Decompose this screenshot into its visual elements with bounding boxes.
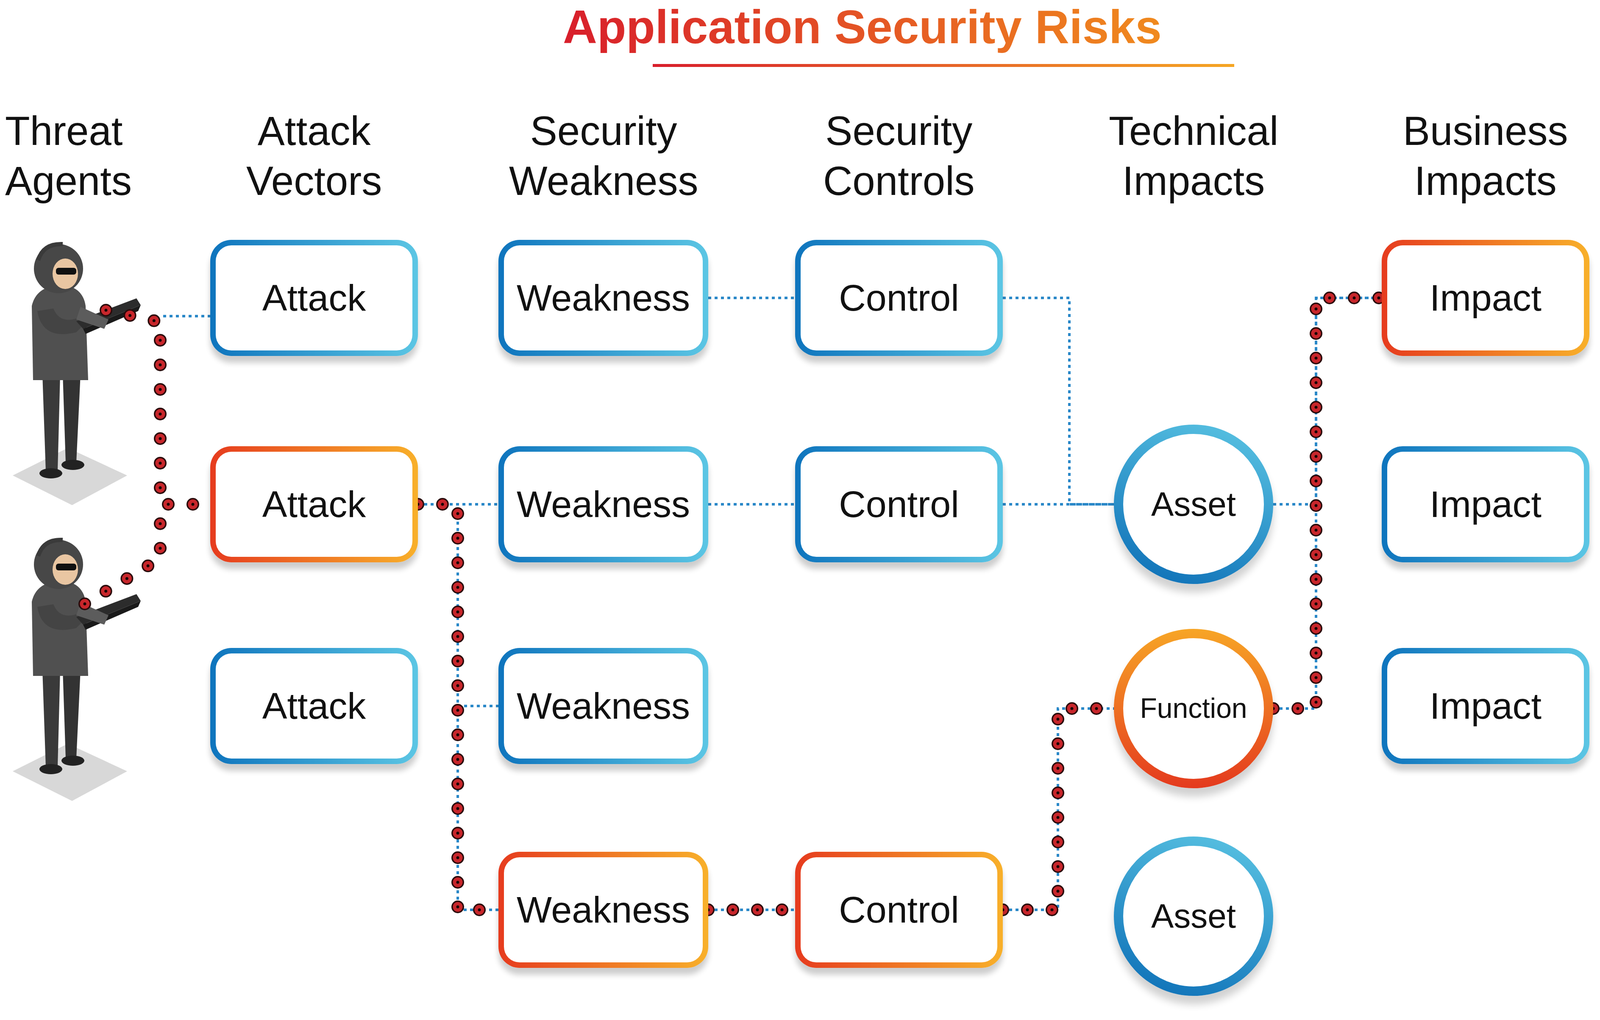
box-label: Impact — [1429, 276, 1542, 320]
agent-link — [163, 314, 212, 318]
process-box: Attack — [210, 648, 418, 765]
box-label: Attack — [262, 684, 367, 728]
process-box: Attack — [210, 446, 418, 563]
bug-trail-connector — [708, 909, 796, 911]
box-label: Weakness — [516, 888, 691, 932]
title-underline — [652, 64, 1235, 67]
bug-trail — [105, 310, 212, 505]
column-header: Threat Agents — [5, 105, 132, 206]
asset-circle: Asset — [1113, 424, 1274, 585]
box-label: Weakness — [516, 684, 691, 728]
box-label: Attack — [262, 482, 367, 526]
process-box: Impact — [1381, 446, 1590, 563]
process-box: Attack — [210, 239, 418, 357]
dotted-connector — [1273, 297, 1382, 505]
box-label: Weakness — [516, 276, 691, 320]
column-header: Attack Vectors — [246, 105, 382, 206]
diagram-title: Application Security Risks — [562, 0, 1162, 54]
asset-circle: Function — [1113, 628, 1274, 789]
asset-circle: Asset — [1113, 836, 1274, 997]
process-box: Control — [795, 446, 1003, 563]
box-label: Impact — [1429, 684, 1542, 728]
process-box: Weakness — [498, 446, 709, 563]
bug-trail-connector — [1273, 297, 1382, 709]
box-label: Control — [838, 276, 960, 320]
process-box: Impact — [1381, 239, 1590, 357]
threat-agent-figure — [12, 244, 141, 506]
column-header: Technical Impacts — [1108, 105, 1279, 206]
process-box: Weakness — [498, 239, 709, 357]
column-header: Business Impacts — [1402, 105, 1569, 206]
box-label: Weakness — [516, 482, 691, 526]
process-box: Control — [795, 239, 1003, 357]
column-header: Security Weakness — [509, 105, 699, 206]
process-box: Weakness — [498, 851, 709, 969]
dotted-connector — [708, 504, 796, 505]
process-box: Control — [795, 851, 1003, 969]
box-label: Attack — [262, 276, 367, 320]
column-header: Security Controls — [823, 105, 975, 206]
process-box: Impact — [1381, 648, 1590, 765]
box-label: Impact — [1429, 482, 1542, 526]
box-label: Control — [838, 888, 960, 932]
dotted-connector — [708, 297, 796, 299]
dotted-connector — [1002, 297, 1114, 505]
bug-trail-connector — [417, 504, 499, 910]
circle-label: Asset — [1151, 896, 1236, 936]
circle-label: Asset — [1151, 484, 1236, 524]
circle-label: Function — [1139, 692, 1247, 725]
bug-trail-connector — [1002, 708, 1114, 910]
dotted-connector — [1002, 504, 1114, 505]
box-label: Control — [838, 482, 960, 526]
bug-trail — [84, 504, 161, 604]
process-box: Weakness — [498, 648, 709, 765]
